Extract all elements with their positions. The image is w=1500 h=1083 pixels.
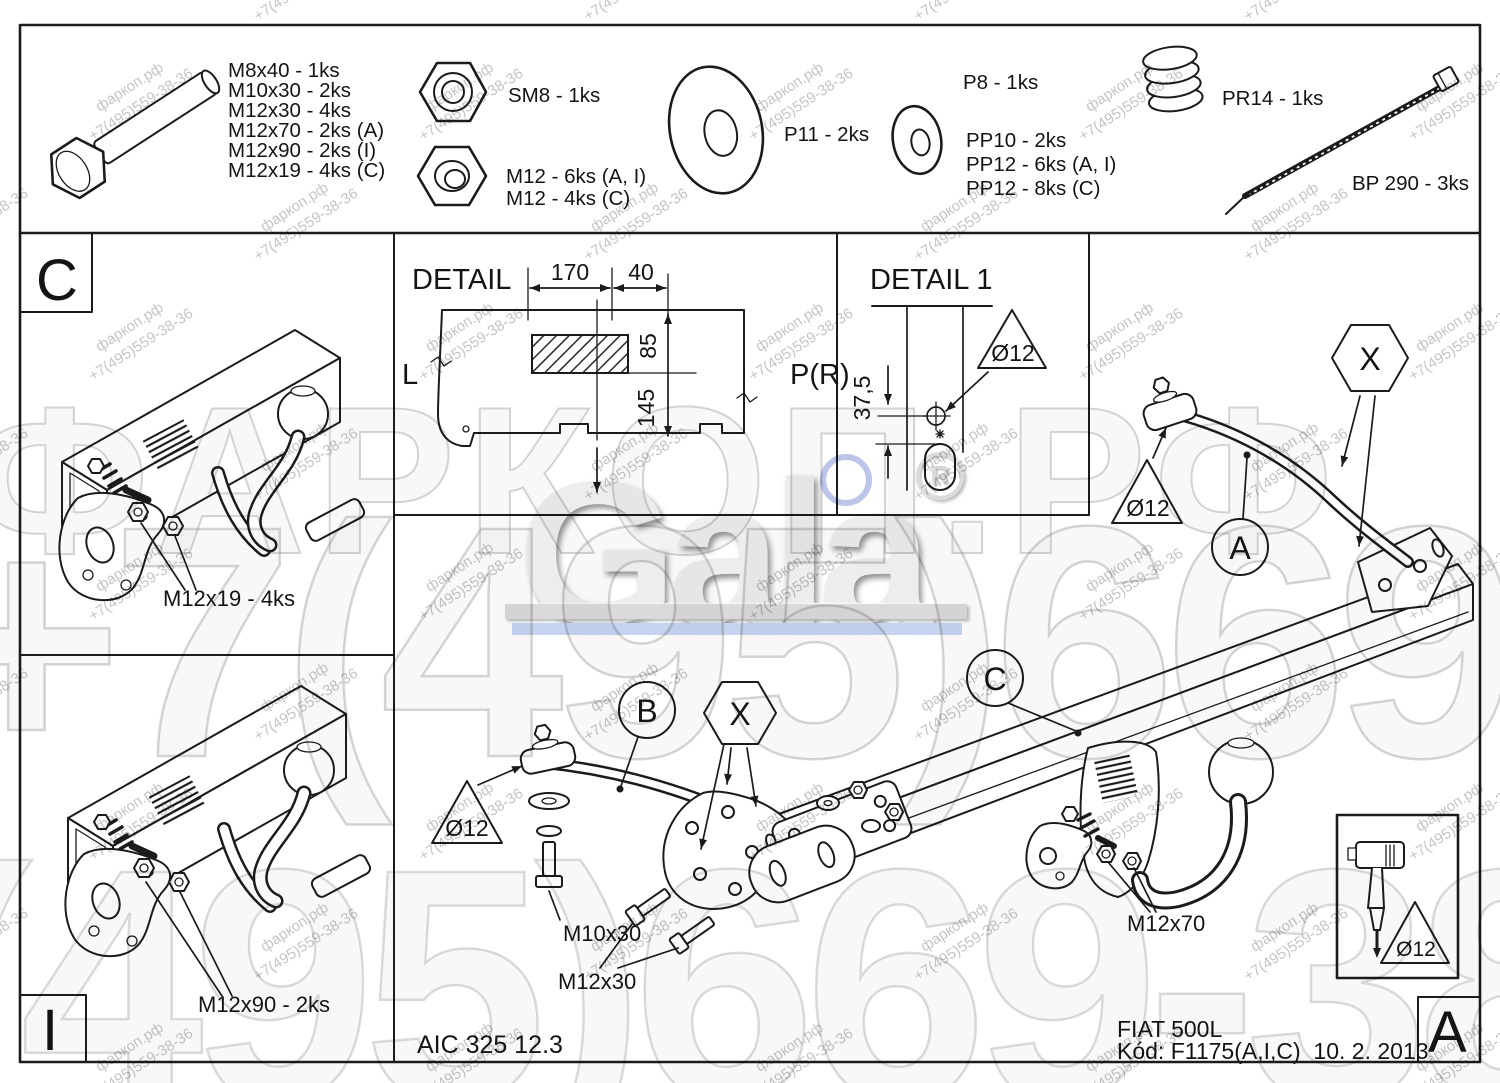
part-label: M12x90 - 2ks (I) <box>228 139 376 162</box>
spring-bolt <box>87 458 152 504</box>
part-label: M10x30 - 2ks <box>228 79 351 102</box>
m10x30-label: M10x30 <box>563 921 641 946</box>
ball-assembly <box>1025 737 1274 910</box>
circle-callout-c: C <box>966 649 1082 737</box>
drill-icon <box>1347 841 1405 958</box>
drill-callout-left: Ø12 <box>431 765 523 844</box>
part-label: M12 - 6ks (A, I) <box>506 165 646 188</box>
corner-letter-c: C <box>36 248 78 313</box>
detail1-title: DETAIL 1 <box>870 264 993 296</box>
main-assembly: X Ø12 A C <box>431 324 1474 994</box>
part-label: P11 - 2ks <box>784 123 869 146</box>
m12x30-bolt <box>624 888 671 927</box>
svg-text:X: X <box>729 696 750 732</box>
m12x70-label: M12x70 <box>1127 911 1205 936</box>
dim-85: 85 <box>635 333 661 359</box>
dim-170: 170 <box>551 259 589 285</box>
hex-callout-x-left: X <box>699 681 777 850</box>
part-label: M12 - 4ks (C) <box>506 187 630 210</box>
part-label: PP12 - 6ks (A, I) <box>966 153 1116 176</box>
detail-title: DETAIL <box>412 264 511 296</box>
part-label: M12x19 - 4ks (C) <box>228 159 385 182</box>
dim-40: 40 <box>628 259 654 285</box>
svg-text:B: B <box>636 693 657 729</box>
right-bracket <box>1357 527 1453 613</box>
drawing-code: AIC 325 12.3 <box>417 1031 563 1059</box>
drill-hole-label: Ø12 <box>1396 938 1436 961</box>
spring-icon <box>1142 45 1204 113</box>
m12x30-label: M12x30 <box>558 969 636 994</box>
floating-hardware <box>816 781 904 833</box>
side-left-label: L <box>402 359 418 391</box>
corner-box-i <box>19 994 87 1063</box>
side-plate <box>748 824 856 904</box>
locknut-icon <box>418 61 488 123</box>
svg-text:Ø12: Ø12 <box>445 815 488 841</box>
corner-letter-a: A <box>1428 1000 1467 1065</box>
part-label: P8 - 1ks <box>963 71 1038 94</box>
circle-callout-a: A <box>1211 451 1269 576</box>
svg-text:Ø12: Ø12 <box>1126 495 1169 521</box>
parts-band: M8x40 - 1ks M10x30 - 2ks M12x30 - 4ks M1… <box>49 45 1469 215</box>
corner-box-a <box>1417 996 1481 1063</box>
part-label: PP10 - 2ks <box>966 129 1066 152</box>
hole-12-label: Ø12 <box>991 340 1034 366</box>
hex-callout-x-right: X <box>1331 324 1409 547</box>
part-label: PR14 - 1ks <box>1222 87 1323 110</box>
drill-box: Ø12 <box>1335 813 1460 980</box>
corner-box-c <box>19 232 93 313</box>
fastener-stack <box>528 792 570 888</box>
hitch-side-view <box>58 329 366 602</box>
bolt-icon <box>49 69 221 200</box>
nut-icon <box>416 145 488 207</box>
drill-callout-right: Ø12 <box>1111 427 1183 524</box>
svg-text:C: C <box>983 661 1006 697</box>
side-arm-right <box>1142 376 1414 568</box>
hitch-side-view-i <box>65 686 372 956</box>
part-label: SM8 - 1ks <box>508 84 600 107</box>
dim-145: 145 <box>633 389 659 427</box>
vehicle-model: FIAT 500L <box>1117 1016 1222 1042</box>
part-label: M8x40 - 1ks <box>228 59 340 82</box>
cable-tie-icon <box>1225 66 1460 215</box>
detail1-view: DETAIL 1 Ø12 37,5 <box>849 264 1047 491</box>
detail-view: DETAIL 170 40 L P(R) 85 145 <box>402 259 850 493</box>
corner-letter-i: I <box>42 998 58 1063</box>
washer-small-icon <box>891 104 943 176</box>
part-label: BP 290 - 3ks <box>1352 172 1469 195</box>
side-right-label: P(R) <box>790 359 850 391</box>
part-label: M12x70 - 2ks (A) <box>228 119 384 142</box>
m12x30-bolt <box>668 916 715 955</box>
kod-line: Kód: F1175(A,I,C) 10. 2. 2013 <box>1117 1038 1429 1064</box>
part-label: PP12 - 8ks (C) <box>966 177 1100 200</box>
circle-callout-b: B <box>616 681 676 793</box>
page-frame <box>18 23 1482 1064</box>
c-view-bolt-label: M12x19 - 4ks <box>163 586 295 611</box>
i-view-bolt-label: M12x90 - 2ks <box>198 992 330 1017</box>
dim-37-5: 37,5 <box>849 376 875 421</box>
washer-large-icon <box>667 65 765 195</box>
svg-text:A: A <box>1229 530 1251 566</box>
svg-text:X: X <box>1359 341 1380 377</box>
part-label: M12x30 - 4ks <box>228 99 351 122</box>
